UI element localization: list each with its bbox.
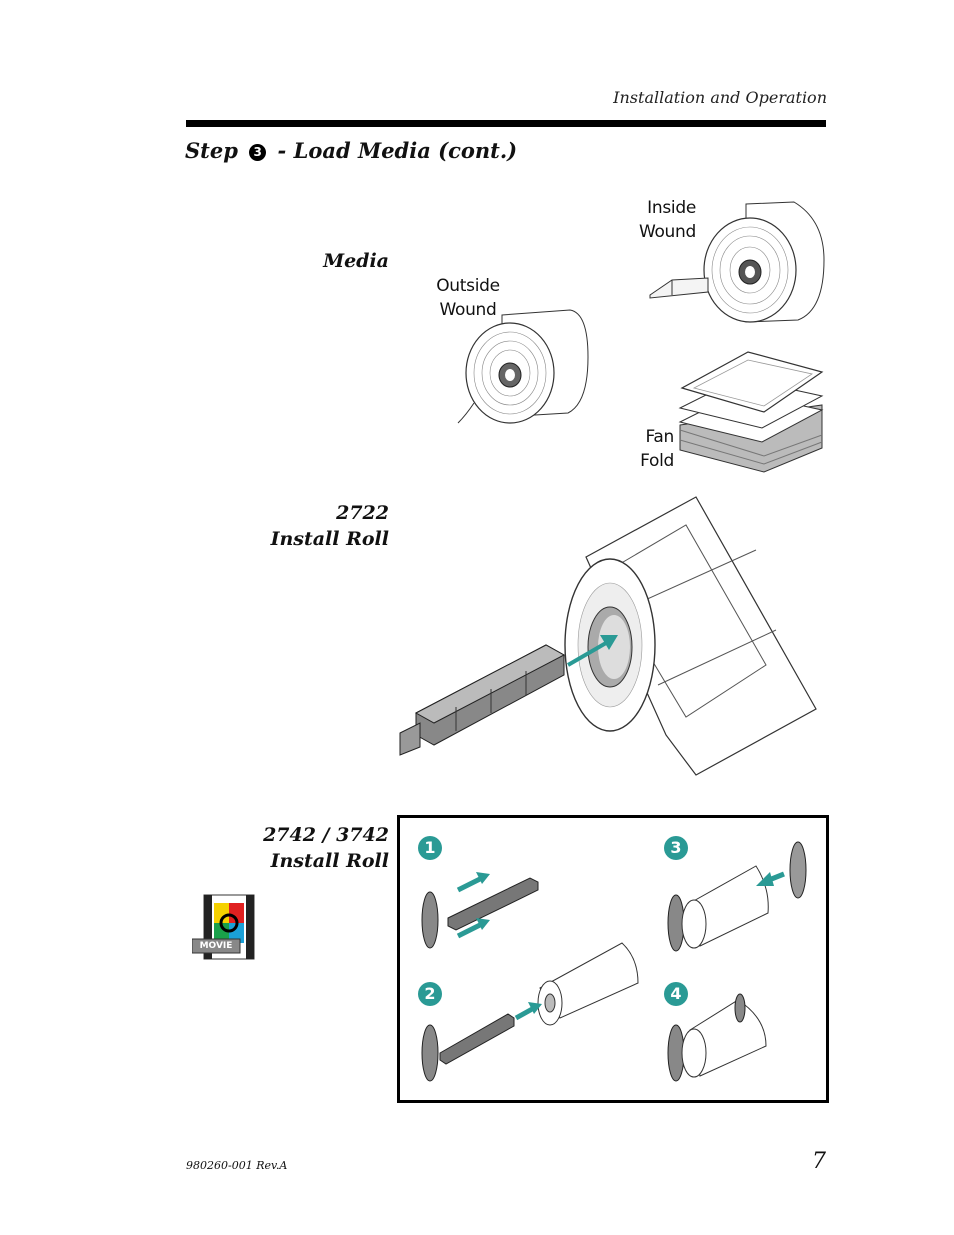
outside-wound-line1: Outside [436,276,500,296]
install-steps-illustration [421,841,807,1082]
step-4-badge: 4 [664,980,688,1006]
inside-wound-line2: Wound [638,222,696,242]
install-2742-model: 2742 / 3742 [263,824,389,846]
step-3-number: 3 [664,836,688,860]
page-number: 7 [812,1149,826,1174]
outside-wound-roll-illustration [457,309,589,424]
fan-fold-label: Fan Fold [634,425,674,473]
outside-wound-label: Outside Wound [430,274,506,322]
install-2742-caption: Install Roll [270,850,389,872]
media-label: Media [323,250,389,272]
fan-fold-illustration [678,351,824,473]
inside-wound-label: Inside Wound [636,196,696,244]
install-2722-model: 2722 [336,502,389,524]
install-roll-2722-illustration [399,496,817,776]
install-2722-heading: 2722 Install Roll [271,500,389,552]
step-number-badge: 3 [249,144,267,161]
outside-wound-line2: Wound [439,300,497,320]
fan-fold-line1: Fan [645,427,674,447]
movie-label: MOVIE [199,941,233,951]
inside-wound-line1: Inside [647,198,696,218]
document-number: 980260-001 Rev.A [186,1159,288,1172]
install-steps-panel: 1 3 2 4 [397,815,829,1103]
step-1-number: 1 [418,836,442,860]
movie-icon [191,894,255,960]
page-title: Step 3 - Load Media (cont.) [185,138,517,163]
install-2742-heading: 2742 / 3742 Install Roll [263,822,389,874]
step-2-badge: 2 [418,980,442,1006]
header-rule [186,120,826,127]
step-3-badge: 3 [664,834,688,860]
running-header: Installation and Operation [613,88,827,107]
step-4-number: 4 [664,982,688,1006]
install-2722-caption: Install Roll [270,528,389,550]
inside-wound-roll-illustration [649,201,825,323]
step-1-badge: 1 [418,834,442,860]
title-prefix: Step [185,138,238,163]
title-suffix: - Load Media (cont.) [277,138,518,163]
fan-fold-line2: Fold [640,451,674,471]
step-2-number: 2 [418,982,442,1006]
movie-link[interactable]: MOVIE [191,893,258,961]
